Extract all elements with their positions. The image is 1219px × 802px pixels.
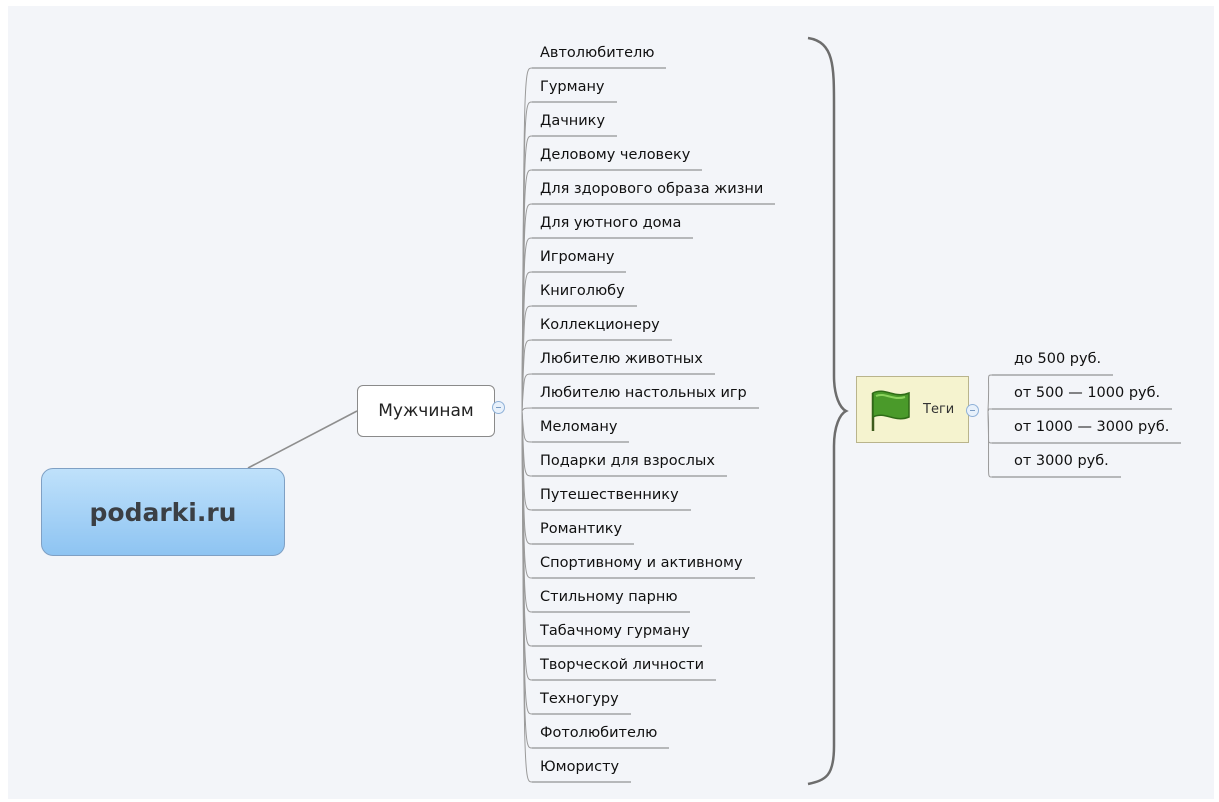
price-tag-connector [987, 410, 993, 478]
subtopic-item[interactable]: Творческой личности [540, 657, 705, 673]
subtopic-item[interactable]: Меломану [540, 419, 618, 435]
subtopic-connector [521, 410, 533, 783]
summary-brace [807, 36, 849, 786]
subtopic-item[interactable]: Путешественнику [540, 487, 679, 503]
green-flag-icon [871, 390, 910, 431]
connector-lines [247, 36, 1181, 786]
subtopic-item[interactable]: Для здорового образа жизни [540, 181, 764, 197]
collapse-men-icon[interactable] [492, 401, 505, 414]
subtopic-item[interactable]: Спортивному и активному [540, 555, 743, 571]
summary-topic-tags[interactable]: Теги [856, 376, 969, 443]
price-tag-item[interactable]: от 500 — 1000 руб. [1014, 385, 1161, 401]
subtopic-item[interactable]: Дачнику [540, 113, 606, 129]
price-tag-connector [987, 374, 993, 412]
subtopic-item[interactable]: Фотолюбителю [540, 725, 658, 741]
subtopic-item[interactable]: Романтику [540, 521, 623, 537]
subtopic-item[interactable]: Коллекционеру [540, 317, 660, 333]
price-tag-item[interactable]: до 500 руб. [1014, 351, 1102, 367]
root-topic[interactable]: podarki.ru [41, 468, 285, 556]
price-tag-item[interactable]: от 3000 руб. [1014, 453, 1109, 469]
subtopic-item[interactable]: Автолюбителю [540, 45, 655, 61]
summary-topic-label: Теги [923, 402, 955, 417]
subtopic-item[interactable]: Стильному парню [540, 589, 678, 605]
subtopic-item[interactable]: Для уютного дома [540, 215, 682, 231]
subtopic-item[interactable]: Деловому человеку [540, 147, 691, 163]
collapse-tags-icon[interactable] [966, 404, 979, 417]
root-to-men-line [247, 410, 358, 469]
subtopic-item[interactable]: Игроману [540, 249, 615, 265]
subtopic-connector [521, 407, 533, 412]
subtopic-item[interactable]: Любителю животных [540, 351, 703, 367]
subtopic-item[interactable]: Техногуру [540, 691, 619, 707]
price-tag-connector [987, 408, 993, 412]
subtopic-connector [521, 410, 533, 443]
subtopic-item[interactable]: Подарки для взрослых [540, 453, 715, 469]
subtopic-item[interactable]: Книголюбу [540, 283, 625, 299]
subtopic-item[interactable]: Гурману [540, 79, 605, 95]
subtopic-item[interactable]: Табачному гурману [540, 623, 690, 639]
subtopic-connector [521, 339, 533, 412]
subtopic-item[interactable]: Любителю настольных игр [540, 385, 747, 401]
subtopic-item[interactable]: Юмористу [540, 759, 620, 775]
price-tag-item[interactable]: от 1000 — 3000 руб. [1014, 419, 1170, 435]
subtopic-connector [521, 373, 533, 412]
main-topic-men[interactable]: Мужчинам [357, 385, 495, 437]
